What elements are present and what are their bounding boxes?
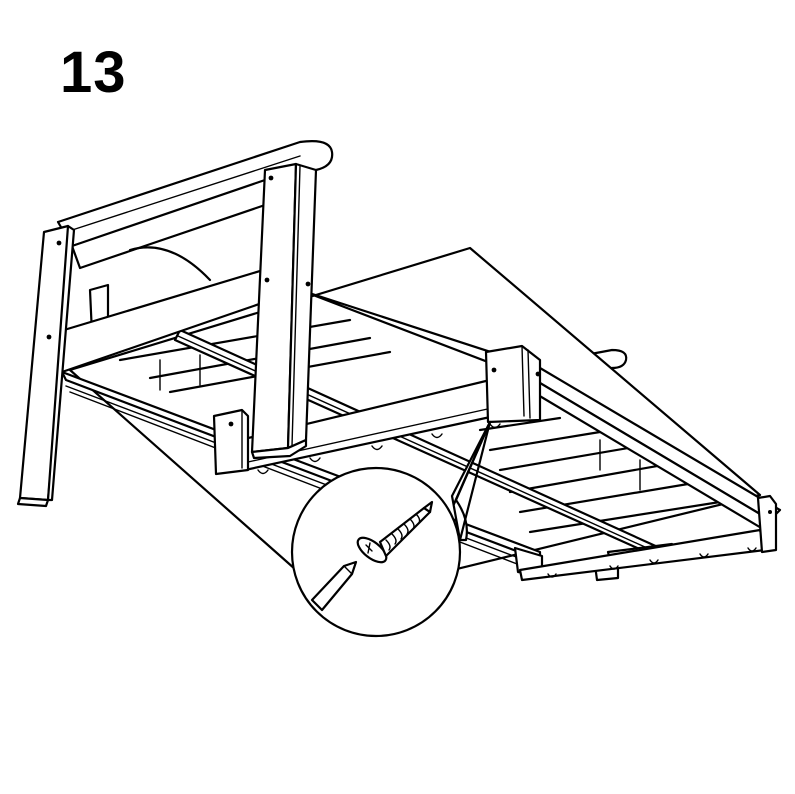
step-number: 13 [60,40,127,105]
screw-icon [356,500,434,564]
right-leg [250,162,318,460]
detail-callout [290,420,492,638]
footboard-end-post [756,494,778,554]
footboard-corner-block [484,344,542,424]
left-leg [16,224,76,508]
front-corner-block [212,408,250,476]
screwdriver-icon [310,560,358,612]
